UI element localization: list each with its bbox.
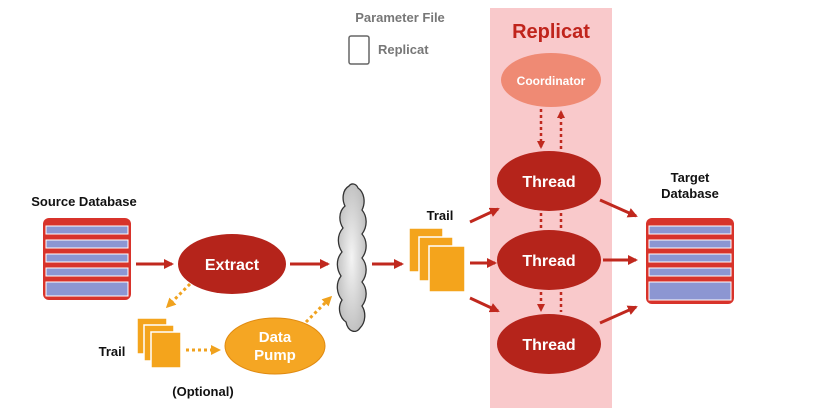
arrow-extract-to-local-trail (165, 282, 192, 309)
source-database-label: Source Database (31, 194, 137, 209)
thread-1-label: Thread (522, 174, 575, 191)
local-trail-files-icon (136, 317, 182, 369)
coordinator-process: Coordinator (501, 53, 601, 107)
thread-3: Thread (497, 314, 601, 374)
arrow-trail-to-thread-1 (469, 207, 500, 224)
extract-label: Extract (205, 257, 260, 274)
parameter-file-icon (348, 35, 370, 65)
arrow-thread-3-to-target (599, 305, 638, 325)
target-database-label-line1: Target (671, 170, 710, 185)
remote-trail-label: Trail (427, 208, 454, 223)
data-pump-label-line2: Pump (254, 347, 296, 364)
arrow-thread-1-to-target (599, 198, 638, 218)
thread-1: Thread (497, 151, 601, 211)
data-pump-label-line1: Data (259, 329, 292, 346)
target-database-icon (646, 218, 734, 304)
source-database-icon (43, 218, 131, 300)
thread-2-label: Thread (522, 253, 575, 270)
coordinator-label: Coordinator (517, 74, 586, 88)
optional-note: (Optional) (172, 384, 233, 399)
data-pump-process: Data Pump (224, 317, 326, 375)
arrow-data-pump-to-network (304, 295, 333, 324)
extract-process: Extract (178, 234, 286, 294)
local-trail-label: Trail (99, 344, 126, 359)
legend-title: Parameter File (355, 10, 445, 25)
arrow-trail-to-thread-3 (469, 296, 500, 313)
thread-3-label: Thread (522, 337, 575, 354)
legend-item-label: Replicat (378, 42, 429, 57)
cloud-icon (336, 183, 367, 333)
replicat-title: Replicat (512, 21, 590, 43)
remote-trail-files-icon (408, 227, 466, 293)
target-database-label-line2: Database (661, 186, 719, 201)
thread-2: Thread (497, 230, 601, 290)
